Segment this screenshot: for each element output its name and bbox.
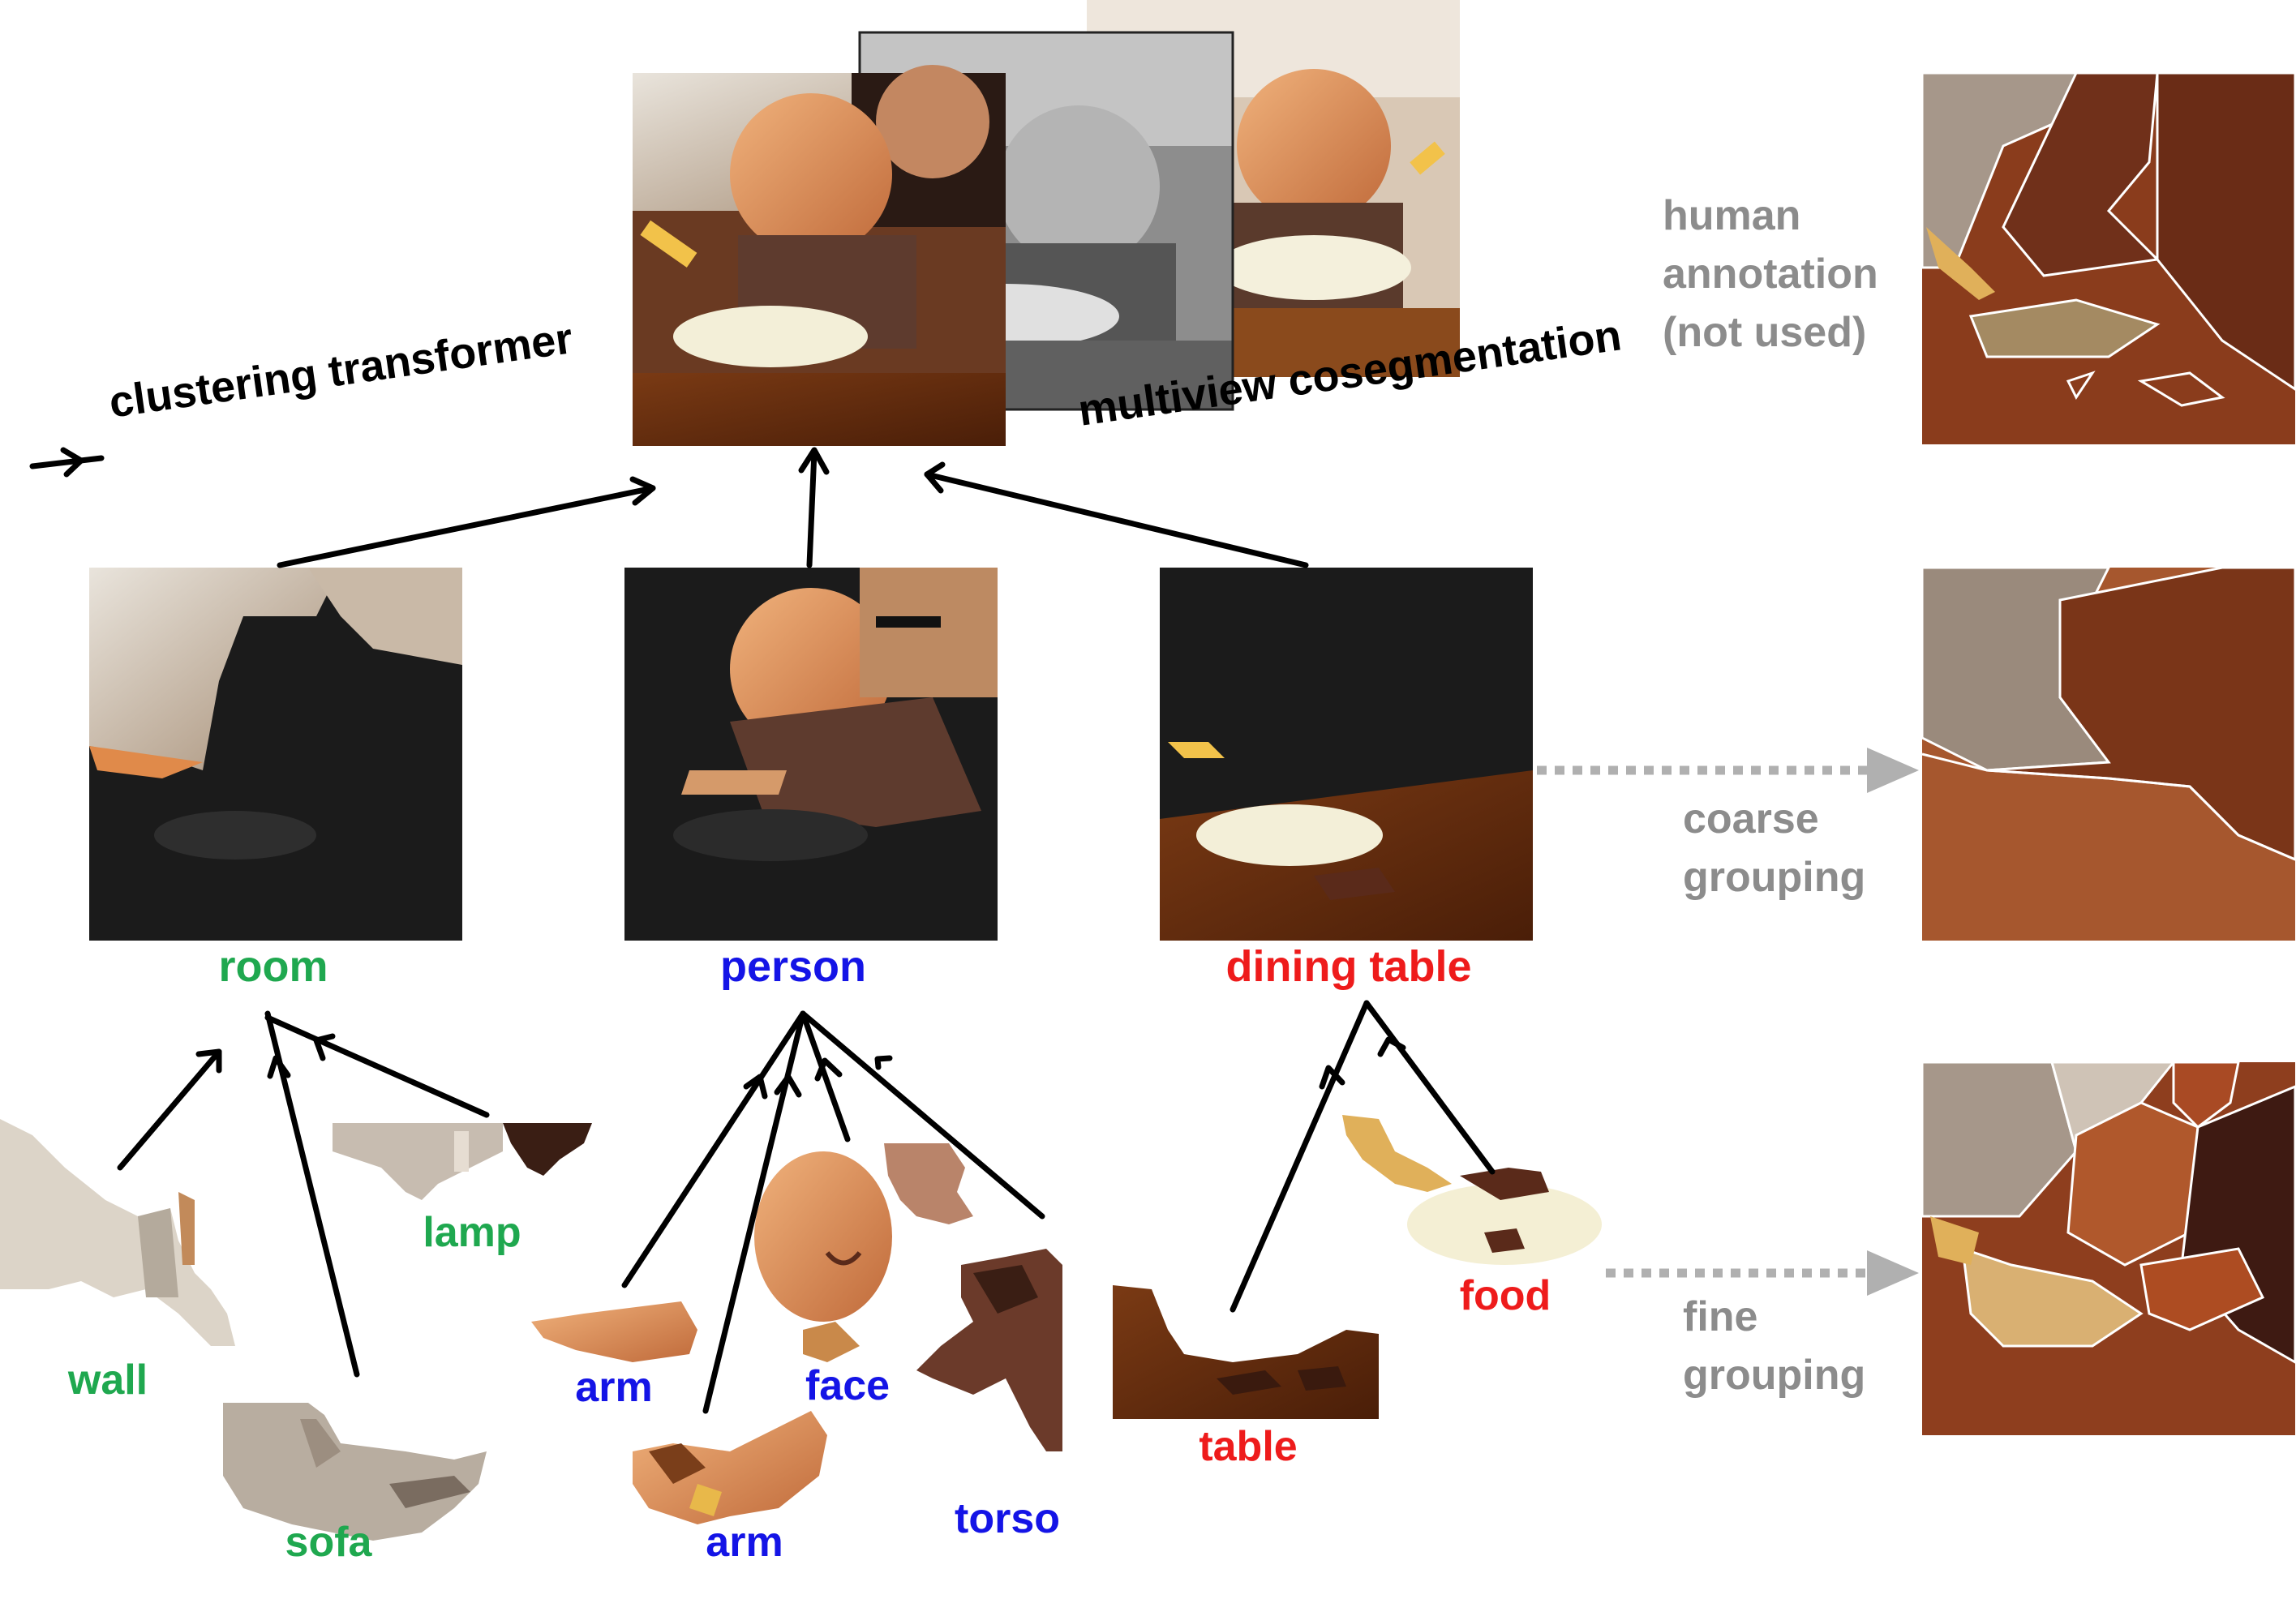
coarse-grouping-line-1: coarse <box>1683 795 1819 842</box>
face-segment <box>754 1151 892 1362</box>
arrow-room-to-top <box>277 485 656 568</box>
human-annotation-label: human annotation (not used) <box>1663 186 1878 362</box>
human-annotation-map <box>1920 71 2296 444</box>
human-annotation-line-3: (not used) <box>1663 309 1867 356</box>
person-upper-segment <box>884 1143 973 1224</box>
lamp-segment <box>333 1123 592 1200</box>
coarse-arrow-tip <box>1867 748 1919 793</box>
arrowhead-table <box>1319 1065 1345 1090</box>
arrowhead-food <box>1377 1036 1406 1057</box>
coarse-grouping-line-2: grouping <box>1683 854 1866 901</box>
arrow-sofa-to-room <box>264 1010 360 1378</box>
arrow-person-to-top <box>806 448 818 568</box>
arrowhead-wall <box>195 1048 222 1074</box>
arrow-wall-to-room <box>117 1048 222 1171</box>
fine-grouping-line-1: fine <box>1683 1293 1758 1340</box>
person-image <box>624 568 998 941</box>
table-segment <box>1113 1285 1379 1419</box>
human-annotation-line-2: annotation <box>1663 251 1878 298</box>
arm-left-segment <box>531 1301 697 1362</box>
food-segment <box>1342 1115 1602 1265</box>
human-annotation-line-1: human <box>1663 192 1801 239</box>
arrow-table-to-top <box>924 471 1309 568</box>
arrowhead-sofa <box>267 1055 291 1079</box>
room-image <box>89 568 462 941</box>
fine-grouping-label: fine grouping <box>1683 1288 1865 1404</box>
arrow-face-to-person <box>800 1010 851 1142</box>
arrow-torso-to-person <box>800 1010 1045 1220</box>
fine-grouping-line-2: grouping <box>1683 1352 1866 1399</box>
node-label-person: person <box>719 942 867 991</box>
coarse-grouping-map <box>1920 566 2296 941</box>
arrowhead-armbottom <box>774 1074 802 1098</box>
arrow-table-to-dining <box>1230 1000 1370 1313</box>
arrowhead-room-to-top <box>629 476 656 506</box>
part-label-arm-bottom: arm <box>706 1519 783 1566</box>
arrowhead-face <box>814 1057 843 1082</box>
part-label-arm-left: arm <box>575 1364 653 1411</box>
part-label-food: food <box>1459 1272 1551 1319</box>
torso-segment <box>916 1249 1062 1451</box>
arrowhead-person-to-top <box>798 447 830 475</box>
legend-arrow <box>29 455 105 469</box>
wall-segment <box>0 1119 235 1346</box>
view-front-color <box>633 65 1006 446</box>
part-label-face: face <box>805 1362 891 1409</box>
fine-grouping-map <box>1920 1061 2296 1435</box>
arrow-armleft-to-person <box>621 1010 806 1288</box>
dining-table-image <box>1160 568 1533 941</box>
arrow-food-to-dining <box>1363 1000 1496 1175</box>
legend-arrowhead <box>60 447 84 478</box>
sofa-segment <box>223 1403 487 1541</box>
coarse-grouping-label: coarse grouping <box>1683 790 1865 907</box>
arrows <box>29 447 1496 1414</box>
part-label-lamp: lamp <box>423 1209 521 1256</box>
node-label-room: room <box>218 942 328 991</box>
fine-arrow-tip <box>1867 1250 1919 1296</box>
arrowhead-lamp <box>313 1033 336 1061</box>
part-label-torso: torso <box>955 1495 1060 1542</box>
part-label-wall: wall <box>67 1357 148 1404</box>
node-label-dining-table: dining table <box>1225 942 1472 991</box>
arrowhead-table-to-top <box>924 461 946 494</box>
arrowhead-armleft <box>743 1074 768 1100</box>
arrow-lamp-to-room <box>264 1014 490 1118</box>
arrowhead-torso <box>874 1055 893 1070</box>
part-label-sofa: sofa <box>285 1519 372 1566</box>
part-label-table: table <box>1199 1423 1298 1470</box>
multiview-image-stack <box>633 0 1460 446</box>
arm-bottom-segment <box>633 1411 827 1524</box>
